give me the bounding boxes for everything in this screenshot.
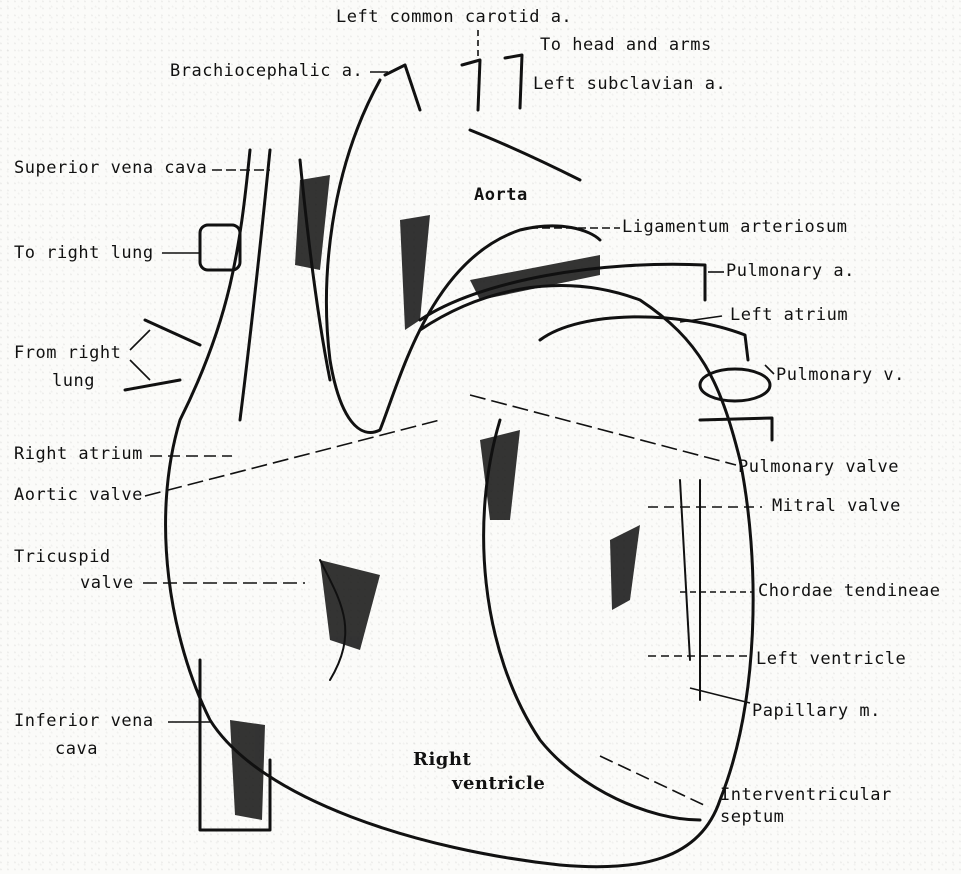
label-pulmonary-vein: Pulmonary v. [776,366,905,385]
leader-from-lung-b [130,360,150,380]
label-interventricular-line1: Interventricular [720,786,892,805]
septum-line [484,420,700,820]
label-right-ventricle-line1: Right [413,750,471,769]
shade-aorta [400,215,430,330]
label-right-ventricle-line2: ventricle [452,774,545,793]
leader-aortic-valve [145,420,440,496]
left-atrium-outline [540,317,748,360]
label-pulmonary-artery: Pulmonary a. [726,262,855,281]
pulmonary-vein-lower [700,418,772,440]
label-left-common-carotid: Left common carotid a. [336,8,572,27]
label-aortic-valve: Aortic valve [14,486,143,505]
aorta-arch [327,80,600,432]
label-from-right-lung-line1: From right [14,344,121,363]
leader-pulm-v [765,365,774,374]
label-to-right-lung: To right lung [14,244,154,263]
label-superior-vena-cava: Superior vena cava [14,159,207,178]
label-inferior-vena-cava-line1: Inferior vena [14,712,154,731]
shade-svc [295,175,330,270]
label-tricuspid-line2: valve [80,574,134,593]
pulmonary-vein-opening [700,369,770,401]
shade-pulm [470,255,600,300]
label-brachiocephalic: Brachiocephalic a. [170,62,363,81]
subclavian-vessel [505,55,522,108]
label-tricuspid-line1: Tricuspid [14,548,111,567]
label-from-right-lung-line2: lung [52,372,95,391]
label-right-atrium: Right atrium [14,445,143,464]
label-papillary: Papillary m. [752,702,881,721]
shade-mitral [610,525,640,610]
shade-tricuspid [320,560,380,650]
label-inferior-vena-cava-line2: cava [55,740,98,759]
aorta-inner [470,130,580,180]
label-left-atrium: Left atrium [730,306,848,325]
label-to-head-and-arms: To head and arms [540,36,712,55]
label-ligamentum-arteriosum: Ligamentum arteriosum [622,218,847,237]
shade-ivc [230,720,265,820]
label-chordae-tendineae: Chordae tendineae [758,582,941,601]
carotid-vessel [462,60,480,110]
label-left-ventricle: Left ventricle [756,650,906,669]
shade-septum [480,430,520,520]
label-mitral-valve: Mitral valve [772,497,901,516]
leader-from-lung-a [130,330,150,350]
label-left-subclavian: Left subclavian a. [533,75,726,94]
brachiocephalic-vessel [385,65,420,110]
label-aorta: Aorta [474,186,528,205]
label-pulmonary-valve: Pulmonary valve [738,458,899,477]
label-interventricular-line2: septum [720,808,784,827]
from-lung-vessel-1 [145,320,200,345]
from-lung-vessel-2 [125,380,180,390]
